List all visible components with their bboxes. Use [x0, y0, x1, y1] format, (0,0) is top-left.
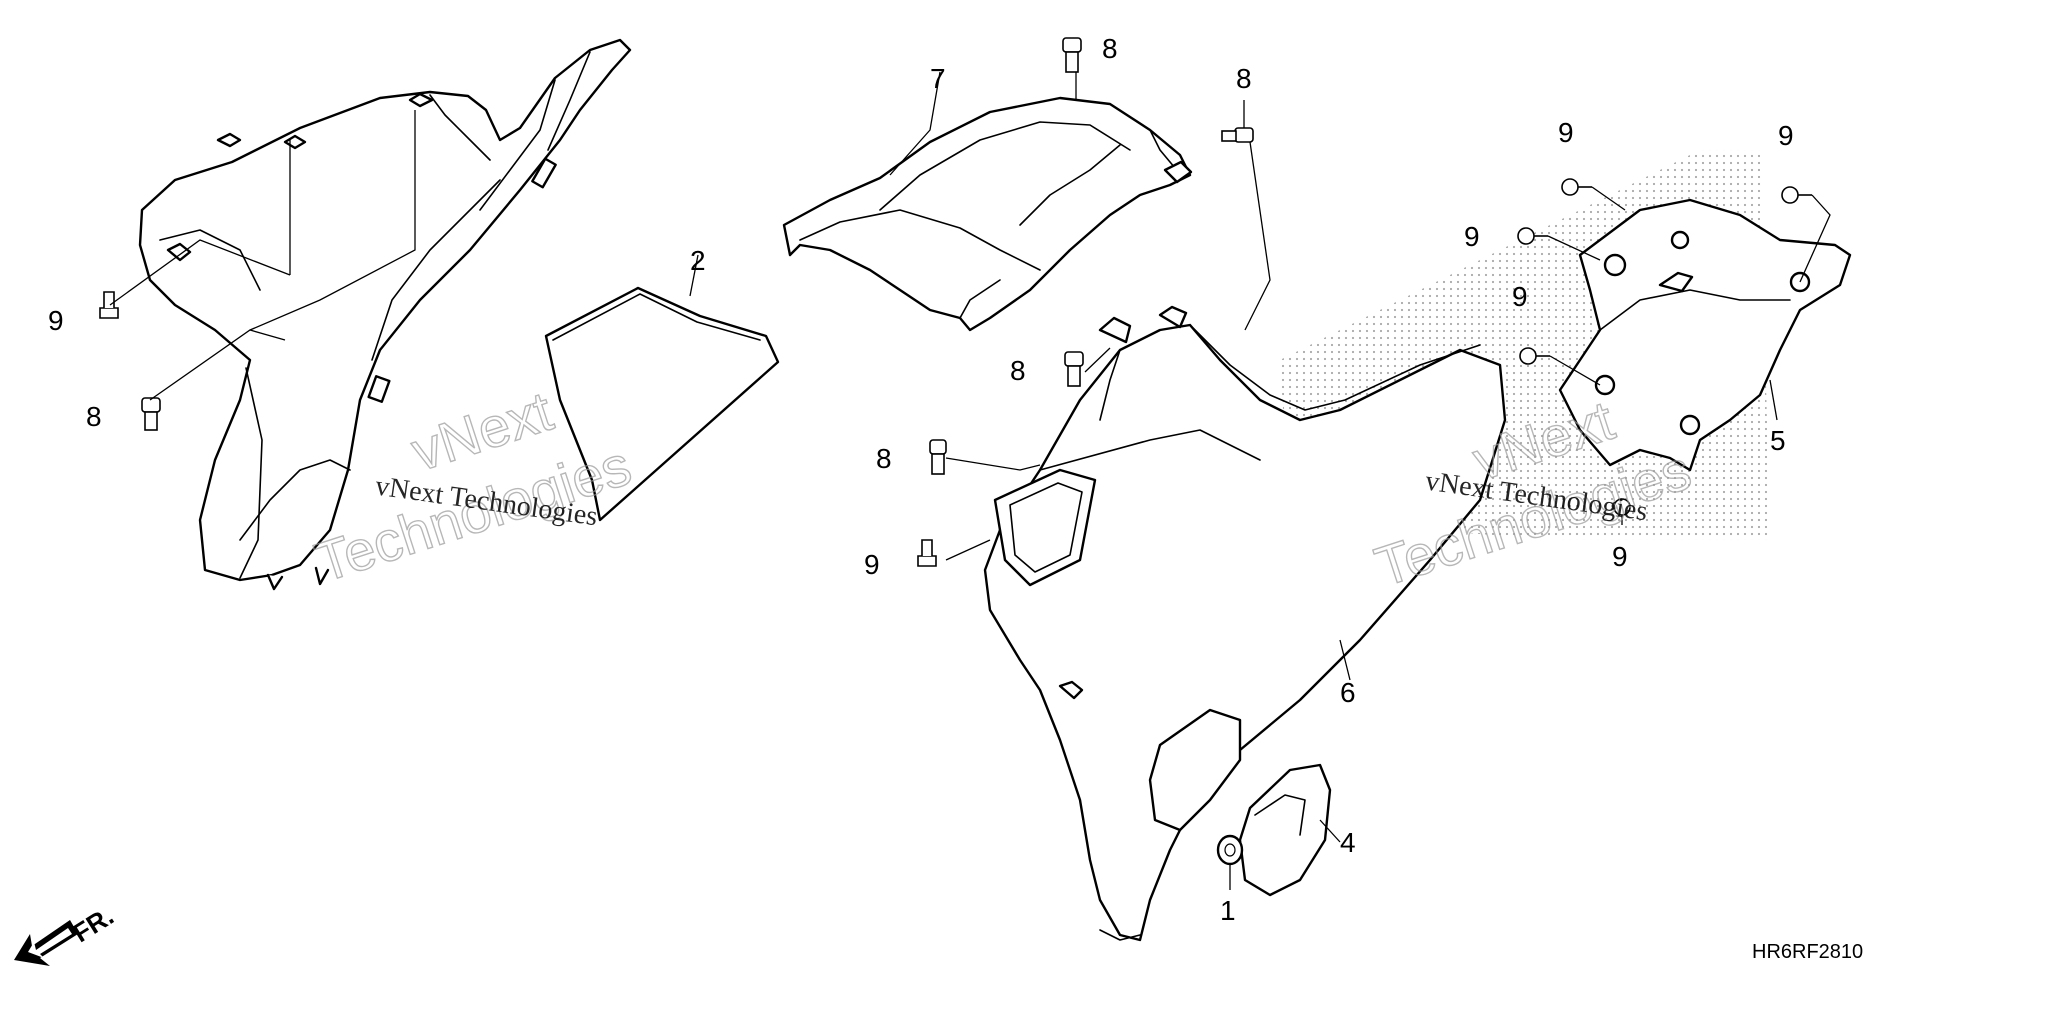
fastener-9-r1-icon	[1561, 178, 1592, 196]
front-arrow-icon	[14, 920, 78, 966]
part-7-upper-cover	[782, 96, 1193, 332]
fastener-9-left-icon	[99, 291, 119, 319]
callout-9-r5: 9	[1612, 541, 1628, 572]
left-side-cover	[138, 38, 632, 591]
callout-8-left: 8	[86, 401, 102, 432]
leader-lines	[109, 71, 1831, 890]
callout-9-r2: 9	[1778, 120, 1794, 151]
part-6-side-cover	[983, 305, 1507, 942]
callout-1: 1	[1220, 895, 1236, 926]
callout-9-mid: 9	[864, 549, 880, 580]
fastener-8-right-icon	[1221, 127, 1254, 143]
diagram-code: HR6RF2810	[1752, 941, 1863, 963]
callout-7: 7	[930, 63, 946, 94]
part-2-panel	[544, 286, 780, 522]
callout-9-r1: 9	[1558, 117, 1574, 148]
callout-9-r4: 9	[1512, 281, 1528, 312]
callout-9-r3: 9	[1464, 221, 1480, 252]
callout-9-left: 9	[48, 305, 64, 336]
front-indicator-label: FR.	[67, 901, 118, 949]
fastener-9-r2-icon	[1781, 186, 1812, 204]
callout-5: 5	[1770, 425, 1786, 456]
callout-2: 2	[690, 245, 706, 276]
callout-6: 6	[1340, 677, 1356, 708]
fastener-9-r3-icon	[1517, 227, 1548, 245]
fastener-9-mid-icon	[917, 539, 937, 567]
part-4-lid	[1238, 763, 1332, 897]
fastener-8-top-icon	[1062, 37, 1082, 73]
fastener-8-left2-icon	[929, 439, 947, 475]
fastener-8-left-icon	[141, 397, 161, 431]
part-5-plate	[1558, 198, 1852, 472]
callout-8-left2: 8	[876, 443, 892, 474]
callout-4: 4	[1340, 827, 1356, 858]
fastener-9-r4-icon	[1519, 347, 1550, 365]
fastener-8-mid-icon	[1064, 351, 1084, 387]
callout-8-top: 8	[1102, 33, 1118, 64]
part-1-grommet	[1216, 834, 1244, 866]
callout-8-right: 8	[1236, 63, 1252, 94]
callout-8-mid: 8	[1010, 355, 1026, 386]
